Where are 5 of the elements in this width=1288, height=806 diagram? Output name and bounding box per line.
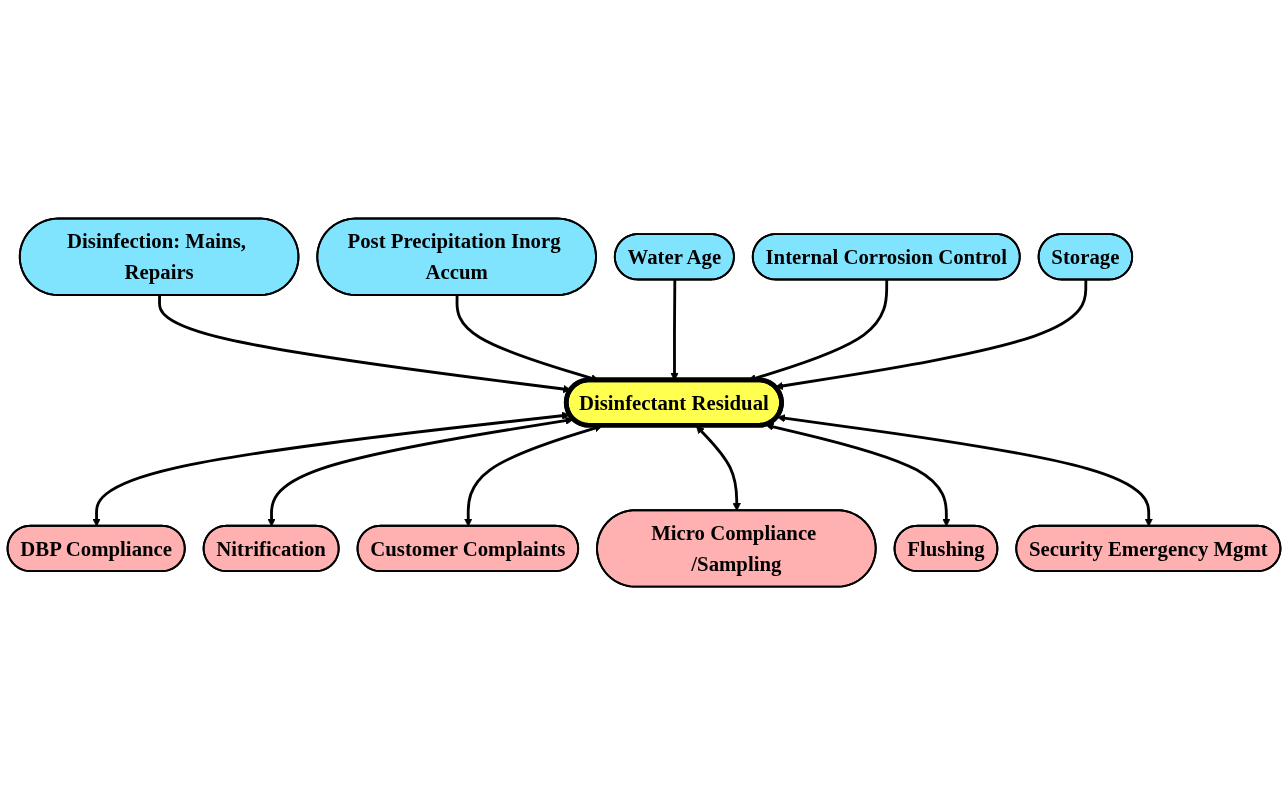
- arrow: [775, 280, 1088, 391]
- arrow: [777, 414, 1153, 528]
- arrow: [765, 423, 951, 528]
- arrow: [267, 416, 574, 528]
- arrow: [696, 426, 741, 512]
